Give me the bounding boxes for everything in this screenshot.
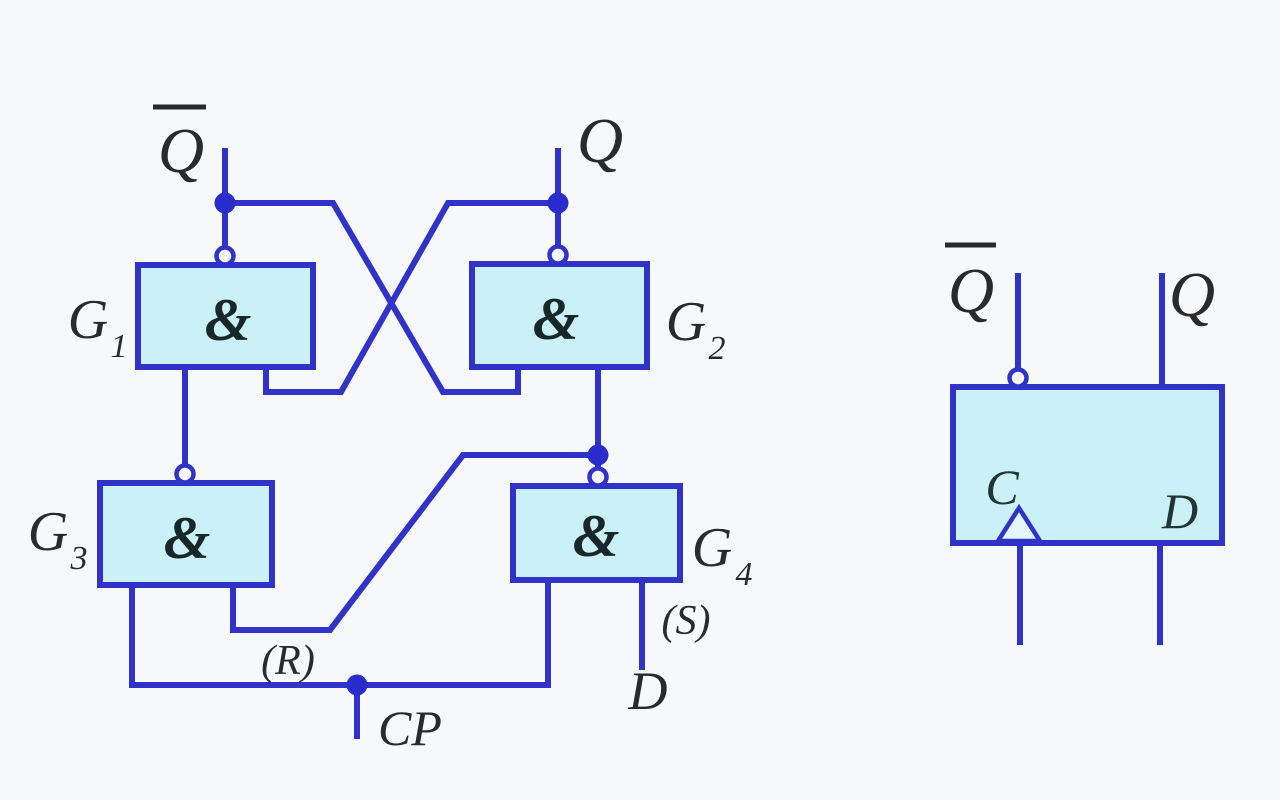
gate-g4-subscript: 4 [736, 556, 753, 593]
set-annotation-label: (S) [662, 598, 711, 644]
gate-g3-subscript: 3 [70, 540, 88, 577]
clock-edge-indicator-icon [993, 503, 1045, 544]
g3-and-symbol: & [164, 505, 211, 571]
gate-g3-letter: G [28, 501, 68, 563]
cross-couple-wire-qbar-to-g2 [225, 200, 521, 395]
symbol-q-label: Q [1169, 259, 1215, 330]
gate-g4-label: G 4 [692, 517, 753, 593]
symbol-clock-port-label: C [985, 459, 1019, 515]
q-junction-dot [547, 192, 569, 214]
g4-output-bubble [587, 466, 609, 488]
gate-g1-letter: G [68, 289, 108, 351]
q-output-label: Q [577, 105, 623, 176]
symbol-body-box [950, 384, 1225, 546]
gate-g3-label: G 3 [28, 501, 88, 577]
gate-g2-box [469, 261, 650, 370]
gate-g2-letter: G [666, 291, 706, 353]
symbol-qbar-bubble [1007, 367, 1029, 389]
cp-input-label: CP [378, 700, 442, 756]
g4-output-to-g3-wire [230, 452, 598, 633]
g1-and-symbol: & [205, 287, 252, 353]
gate-g2-subscript: 2 [709, 330, 726, 367]
symbol-qbar-label: Q [945, 242, 996, 326]
g4-output-junction-dot [587, 444, 609, 466]
qbar-letter: Q [158, 115, 204, 186]
nand-gate-circuit: & & & & G 1 G 2 G 3 G 4 [28, 104, 753, 756]
reset-annotation-label: (R) [261, 638, 315, 684]
clock-bus-wire [129, 580, 551, 688]
gate-g1-label: G 1 [68, 289, 128, 365]
qbar-output-label: Q [153, 104, 206, 186]
qbar-junction-dot [214, 192, 236, 214]
symbol-d-port-label: D [1161, 483, 1198, 539]
symbol-qbar-letter: Q [948, 255, 994, 326]
gate-g4-box [510, 483, 683, 583]
g2-and-symbol: & [533, 286, 580, 352]
d-input-label: D [628, 661, 668, 721]
g3-output-bubble [174, 463, 196, 485]
gate-g1-subscript: 1 [111, 328, 128, 365]
cross-couple-wire-q-to-g1 [263, 200, 558, 395]
g2-output-bubble [547, 244, 569, 266]
gate-g2-label: G 2 [666, 291, 726, 367]
cp-junction-dot [346, 674, 368, 696]
gate-g4-letter: G [692, 517, 732, 579]
flip-flop-block-symbol: Q Q C D [945, 242, 1225, 645]
g1-output-bubble [214, 245, 236, 267]
g4-and-symbol: & [573, 503, 620, 569]
